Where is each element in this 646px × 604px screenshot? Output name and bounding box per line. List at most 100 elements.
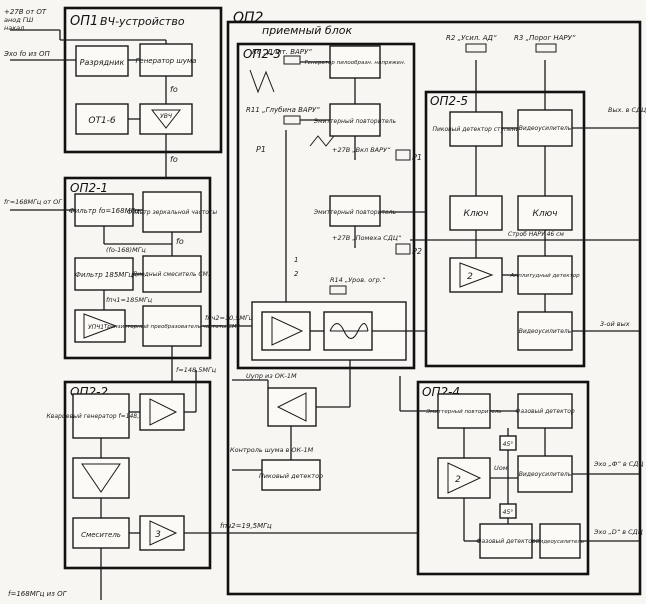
label-f168-og: f=168МГц из ОГ — [8, 590, 68, 598]
group-op2-5 — [424, 90, 586, 368]
block-gen-pil — [329, 45, 381, 79]
limiter-wave-icon — [329, 323, 369, 339]
block-amp-op22-top — [139, 393, 185, 431]
uvch-triangle — [150, 109, 182, 129]
block-smesitel-label: Смеситель — [81, 531, 121, 539]
op2-subtitle: приемный блок — [262, 24, 352, 37]
block-video-usil3-label: Видеоусилитель — [519, 471, 572, 478]
label-ekho-op: Эхо fo из ОП — [3, 50, 51, 58]
label-fo-3: fo — [176, 237, 184, 246]
label-u-om: Uом — [494, 464, 508, 472]
label-fo-2: fo — [170, 155, 178, 164]
block-filtr-168-label: Фильтр fo=168МГц — [69, 207, 140, 215]
block-amp-op24 — [437, 457, 491, 499]
group-op1 — [63, 6, 223, 154]
block-klyuch2 — [517, 195, 573, 231]
group-op2-3 — [236, 42, 416, 370]
relay-p1 — [395, 149, 411, 161]
amp-op25-triangle — [459, 262, 494, 288]
op1-subtitle: ВЧ-устройство — [100, 15, 185, 28]
resistor-r3 — [535, 43, 557, 53]
amp-op24-label: 2 — [455, 475, 461, 485]
block-faz-det1 — [517, 393, 573, 429]
group-op2-4 — [416, 380, 590, 576]
phase-shifter-45-label: 45° — [503, 441, 514, 448]
relay-p2 — [395, 243, 411, 255]
op1-title: ОП1 — [70, 14, 98, 29]
label-f1485: f=148,5МГц — [176, 366, 217, 374]
amp-op22-3-label: 3 — [155, 530, 161, 540]
label-27v-ot: +27В от ОТ — [4, 8, 47, 16]
label-p1b: Р1 — [412, 153, 422, 162]
label-fpch2: fпч2=10,5МГц — [205, 314, 254, 322]
label-p2: Р2 — [412, 247, 422, 256]
label-vyh-sdc: Вых. в СДЦ — [608, 106, 646, 114]
amp-op22-top-triangle — [149, 398, 178, 426]
waveform-icon — [309, 135, 335, 147]
block-pik-det1-label: Пиковый детектор — [259, 472, 323, 480]
group-op2-2 — [63, 380, 212, 570]
sawtooth-icon — [249, 69, 275, 94]
label-strob: Строб НАРУ 46 см — [508, 231, 564, 238]
block-amp-op22-3 — [139, 515, 185, 551]
label-z2: 2 — [294, 270, 299, 278]
block-gen-pil-label: Генератор пилообразн. напряжен. — [305, 60, 406, 66]
block-emit-povt2 — [329, 195, 381, 227]
block-filtr-168 — [74, 193, 134, 227]
resistor-r11 — [283, 115, 301, 125]
block-video-usil3 — [517, 455, 573, 493]
connections — [10, 29, 640, 600]
block-emit-povt1 — [329, 103, 381, 137]
block-emit-povt3-label: Эмиттерный повторитель — [425, 409, 501, 415]
resistor-r14 — [329, 285, 347, 295]
block-ot1-6 — [75, 103, 129, 135]
label-anod-gsh: анод ГШ — [4, 16, 33, 24]
block-upch1-label: УПЧ1 — [88, 324, 104, 331]
label-fo-minus: (fo-168)МГц — [106, 246, 146, 254]
block-razryadnik — [75, 45, 129, 77]
block-filtr-185-label: Фильтр 185МГц — [75, 271, 133, 279]
block-kvarc-gen — [72, 393, 130, 439]
label-27v-pomeh: +27В „Помеха СДЦ“ — [332, 234, 402, 242]
op2-3-title: ОП2-3 — [243, 47, 281, 61]
block-faz-det2-label: Фазовый детектор — [476, 538, 536, 545]
amp-op22-mid-triangle — [81, 463, 121, 493]
block-uvch-label: УВЧ — [160, 113, 172, 120]
block-tranz-sm2-label: Транзисторный преобразователь частоты СМ… — [104, 324, 241, 330]
amp-op24-triangle — [447, 462, 482, 494]
resistor-r6 — [283, 55, 301, 65]
block-diod-sm1-label: Диодный смеситель СМ1 — [131, 271, 211, 278]
block-amp-op25 — [449, 257, 503, 293]
block-razryadnik-label: Разрядник — [80, 58, 125, 67]
label-upr-ok: Uупр из ОК-1М — [246, 372, 297, 380]
block-filtr-zerk-label: Фильтр зеркальной частоты — [127, 209, 218, 216]
group-op2 — [226, 20, 642, 596]
amp-op23-bot-triangle — [276, 392, 307, 422]
label-fg-og: fг=168МГц от ОГ — [4, 198, 63, 206]
block-emit-povt1-label: Эмиттерный повторитель — [313, 118, 397, 125]
phase-shifter-45b-label: 45° — [503, 509, 514, 516]
label-ekho-d: Эхо „D“ в СДЦ — [593, 528, 643, 536]
label-p1: Р1 — [256, 145, 266, 154]
op2-5-title: ОП2-5 — [430, 94, 468, 108]
block-video-usil4-label: Видеоусилитель — [536, 539, 584, 545]
block-faz-det2 — [479, 523, 533, 559]
block-emit-povt2-label: Эмиттерный повторитель — [313, 209, 397, 216]
label-fo-1: fo — [170, 85, 178, 94]
block-video-usil2-label: Видеоусилитель — [519, 328, 572, 335]
op2-title: ОП2 — [233, 10, 264, 26]
block-klyuch2-label: Ключ — [532, 209, 557, 219]
label-z-vyh: 3-ой вых — [600, 320, 630, 328]
block-ampl-det-label: Амплитудный детектор — [509, 273, 580, 279]
label-r6: R6 „Длит. ВАРУ“ — [252, 48, 312, 56]
label-r11: R11 „Глубина ВАРУ“ — [246, 106, 320, 114]
amp-op25-label: 2 — [467, 272, 473, 282]
upch1-triangle — [83, 313, 118, 339]
amp-op22-3-triangle — [149, 520, 178, 546]
group-op2-1 — [63, 176, 212, 360]
label-z1: 1 — [294, 256, 298, 264]
block-gen-shuma-label: Генератор шума — [136, 57, 197, 65]
label-kontr-shuma: Контроль шума в ОК-1М — [230, 446, 314, 454]
